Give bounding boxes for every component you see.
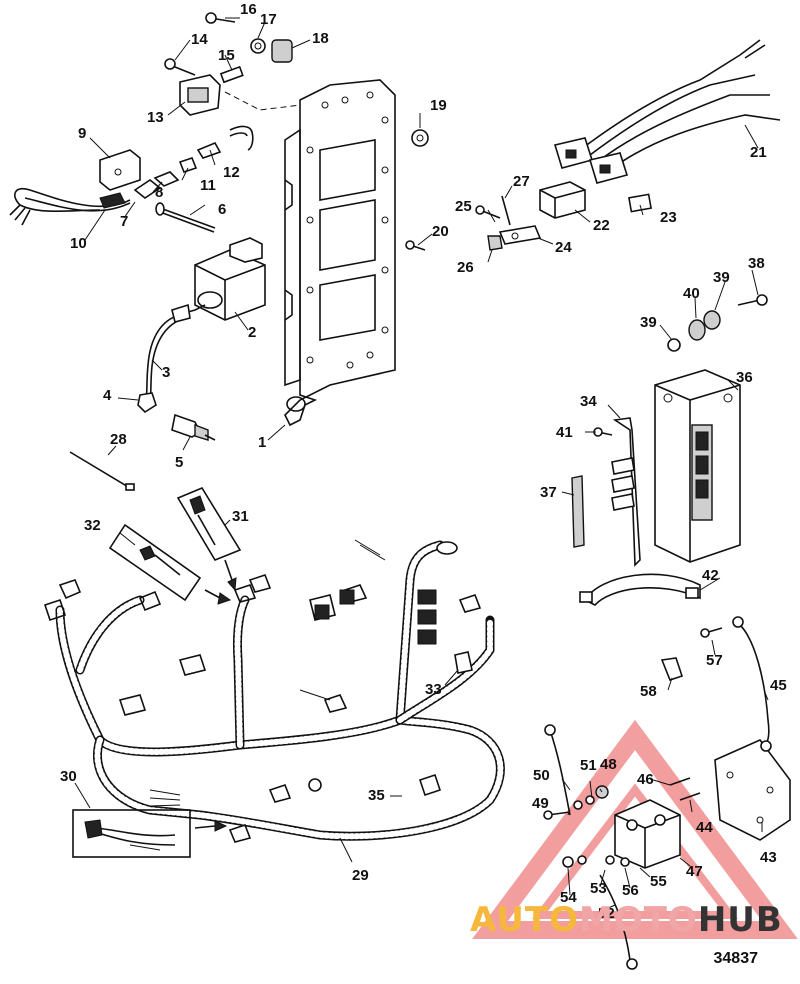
callout-42: 42 bbox=[702, 567, 719, 584]
callout-56: 56 bbox=[622, 882, 639, 899]
callout-29: 29 bbox=[352, 867, 369, 884]
bolt-6 bbox=[155, 202, 216, 233]
small-hardware-top bbox=[164, 12, 301, 111]
callout-47: 47 bbox=[686, 863, 703, 880]
callout-32: 32 bbox=[84, 517, 101, 534]
callout-9: 9 bbox=[78, 125, 86, 142]
mounting-plate bbox=[284, 79, 396, 427]
sensor-fittings bbox=[133, 125, 254, 199]
parts-57-58 bbox=[660, 627, 723, 681]
callout-22: 22 bbox=[593, 217, 610, 234]
ground-wire-45 bbox=[732, 616, 772, 752]
callout-23: 23 bbox=[660, 209, 677, 226]
ignition-coil bbox=[187, 237, 266, 321]
callout-57: 57 bbox=[706, 652, 723, 669]
callout-3: 3 bbox=[162, 364, 170, 381]
callout-40: 40 bbox=[683, 285, 700, 302]
callout-31: 31 bbox=[232, 508, 249, 525]
callout-14: 14 bbox=[191, 31, 208, 48]
clamp-42 bbox=[579, 573, 701, 606]
callout-26: 26 bbox=[457, 259, 474, 276]
inset-32 bbox=[108, 523, 232, 605]
callout-39a: 39 bbox=[713, 269, 730, 286]
main-harness bbox=[43, 539, 505, 851]
callout-12: 12 bbox=[223, 164, 240, 181]
callout-4: 4 bbox=[103, 387, 112, 404]
callout-48: 48 bbox=[600, 756, 617, 773]
callout-13: 13 bbox=[147, 109, 164, 126]
callout-58: 58 bbox=[640, 683, 657, 700]
solenoid-cluster bbox=[543, 724, 701, 970]
watermark-part-1: AUTO bbox=[470, 900, 579, 940]
temperature-sensor bbox=[171, 413, 216, 441]
callout-50: 50 bbox=[533, 767, 550, 784]
callout-2: 2 bbox=[248, 324, 256, 341]
callout-49: 49 bbox=[532, 795, 549, 812]
callout-39b: 39 bbox=[640, 314, 657, 331]
wire-lead-10 bbox=[9, 187, 131, 226]
callout-51: 51 bbox=[580, 757, 597, 774]
callout-38: 38 bbox=[748, 255, 765, 272]
callout-6: 6 bbox=[218, 201, 226, 218]
callout-17: 17 bbox=[260, 11, 277, 28]
callout-1: 1 bbox=[258, 434, 266, 451]
callout-30: 30 bbox=[60, 768, 77, 785]
callout-44: 44 bbox=[696, 819, 713, 836]
sensor-13 bbox=[179, 74, 221, 116]
callout-numbers: 1 2 3 4 5 6 7 8 9 10 11 12 13 14 15 16 1… bbox=[60, 1, 787, 922]
callout-53: 53 bbox=[590, 880, 607, 897]
callout-37: 37 bbox=[540, 484, 557, 501]
callout-35: 35 bbox=[368, 787, 385, 804]
cable-tie bbox=[69, 451, 135, 491]
callout-16: 16 bbox=[240, 1, 257, 18]
bracket-9 bbox=[99, 149, 141, 191]
diagram-id-label: 34837 bbox=[713, 950, 759, 967]
callout-20: 20 bbox=[432, 223, 449, 240]
ecm-module bbox=[654, 369, 741, 563]
relay-and-hardware bbox=[475, 181, 652, 251]
watermark-logo bbox=[472, 719, 798, 939]
callout-36: 36 bbox=[736, 369, 753, 386]
leader-lines bbox=[74, 17, 769, 911]
callout-28: 28 bbox=[110, 431, 127, 448]
callout-21: 21 bbox=[750, 144, 767, 161]
callout-27: 27 bbox=[513, 173, 530, 190]
callout-52: 52 bbox=[598, 905, 615, 922]
watermark-text: AUTOMOTOHUB bbox=[470, 900, 783, 940]
callout-24: 24 bbox=[555, 239, 572, 256]
ecm-bracket bbox=[571, 417, 641, 567]
callout-34: 34 bbox=[580, 393, 597, 410]
callout-10: 10 bbox=[70, 235, 87, 252]
fuse-33 bbox=[454, 651, 473, 674]
callout-7: 7 bbox=[120, 213, 128, 230]
callout-45: 45 bbox=[770, 677, 787, 694]
callout-11: 11 bbox=[200, 177, 216, 194]
ecm-mount-hardware bbox=[667, 294, 768, 352]
callout-15: 15 bbox=[218, 47, 235, 64]
callout-18: 18 bbox=[312, 30, 329, 47]
callout-25: 25 bbox=[455, 198, 472, 215]
watermark-part-2: MOTO bbox=[578, 900, 698, 940]
inset-31 bbox=[176, 486, 242, 592]
small-hardware-right bbox=[405, 129, 429, 251]
watermark-part-3: HUB bbox=[697, 900, 783, 940]
callout-33: 33 bbox=[425, 681, 442, 698]
plate-43 bbox=[714, 739, 791, 841]
callout-5: 5 bbox=[175, 454, 183, 471]
inset-30 bbox=[72, 809, 228, 858]
callout-54: 54 bbox=[560, 889, 577, 906]
callout-8: 8 bbox=[155, 184, 163, 201]
callout-46: 46 bbox=[637, 771, 654, 788]
callout-43: 43 bbox=[760, 849, 777, 866]
callout-19: 19 bbox=[430, 97, 447, 114]
spark-plug-lead bbox=[137, 303, 191, 414]
callout-55: 55 bbox=[650, 873, 667, 890]
callout-41: 41 bbox=[556, 424, 573, 441]
relay-harness bbox=[553, 39, 781, 184]
